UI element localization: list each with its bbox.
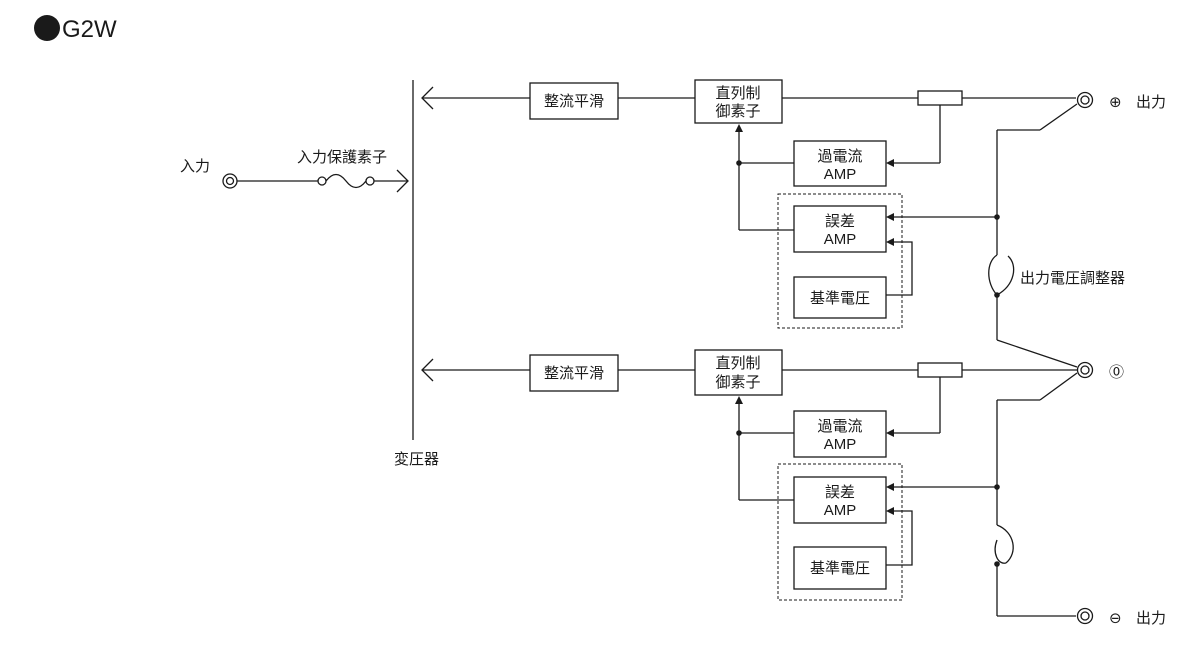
voltage-adjuster-icon-2: [994, 539, 1007, 564]
reference-wire-2: [886, 510, 913, 566]
error-amp-group-2: [777, 463, 903, 601]
input-terminal-inner: [225, 176, 235, 186]
series-control-label-1a: 直列制: [715, 85, 760, 102]
rectifier-label-1: 整流平滑: [544, 93, 604, 110]
rectifier-block-1: [529, 82, 619, 120]
fuse-icon: [317, 173, 375, 189]
error-amp-group-1: [777, 193, 903, 329]
error-amp-label-2: AMP: [824, 502, 857, 519]
series-control-label-1b: 御素子: [715, 103, 760, 120]
overcurrent-amp-label-1: AMP: [824, 166, 857, 183]
rectifier-label-2: 整流平滑: [544, 365, 604, 382]
overcurrent-amp-block-2: [793, 410, 887, 458]
overcurrent-label-1: 過電流: [817, 148, 862, 165]
input-protection-label: 入力保護素子: [297, 149, 387, 166]
adjuster-wiper-2: [996, 524, 1014, 564]
junction-dot-5: [994, 484, 1000, 490]
error-amp-block-2: [793, 476, 887, 524]
series-control-label-2b: 御素子: [715, 374, 760, 391]
junction-dot-4: [736, 430, 742, 436]
zero-output-terminal-inner: [1080, 365, 1090, 375]
feedback-arrow-2: [735, 396, 743, 404]
junction-dot-1: [736, 160, 742, 166]
minus-output-terminal-inner: [1080, 611, 1090, 621]
plus-output-diag: [1039, 103, 1078, 131]
sense-arrow-1: [886, 213, 894, 221]
reference-voltage-block-1: [793, 276, 887, 319]
error-amp-label-1: AMP: [824, 231, 857, 248]
series-control-label-2a: 直列制: [715, 355, 760, 372]
oc-arrow-1: [886, 159, 894, 167]
input-label: 入力: [180, 158, 210, 175]
voltage-adjuster-icon: [996, 255, 1015, 296]
rectifier-block-2: [529, 354, 619, 392]
reference-arrow-1: [886, 238, 894, 246]
error-label-1: 誤差: [825, 213, 855, 230]
series-control-block-2: [694, 349, 783, 396]
adjuster-wiper-1: [988, 254, 998, 296]
sense-arrow-2: [886, 483, 894, 491]
error-label-2: 誤差: [825, 484, 855, 501]
current-sense-resistor-1: [917, 90, 963, 106]
reference-arrow-2: [886, 507, 894, 515]
reference-voltage-block-2: [793, 546, 887, 590]
current-sense-resistor-2: [917, 362, 963, 378]
oc-arrow-2: [886, 429, 894, 437]
reference-label-1: 基準電圧: [810, 290, 870, 307]
transformer-label: 変圧器: [394, 451, 439, 468]
zero-output-diag-3: [1039, 372, 1078, 401]
reference-label-2: 基準電圧: [810, 560, 870, 577]
plus-output-label: 出力: [1136, 94, 1166, 111]
transformer-primary-winding: [396, 169, 409, 193]
overcurrent-label-2: 過電流: [817, 418, 862, 435]
minus-symbol: ⊖: [1109, 610, 1122, 627]
overcurrent-amp-label-2: AMP: [824, 436, 857, 453]
output-voltage-adjuster-label: 出力電圧調整器: [1020, 270, 1125, 287]
zero-output-diag-1: [996, 339, 1078, 368]
reference-wire-1: [886, 241, 913, 296]
zero-symbol: ⓪: [1109, 364, 1124, 381]
plus-output-terminal-inner: [1080, 95, 1090, 105]
minus-output-label: 出力: [1136, 610, 1166, 627]
feedback-arrow-1: [735, 124, 743, 132]
junction-dot-2: [994, 214, 1000, 220]
series-control-block-1: [694, 79, 783, 124]
plus-symbol: ⊕: [1109, 94, 1122, 111]
title-bullet: [34, 15, 60, 41]
error-amp-block-1: [793, 205, 887, 253]
diagram-title: G2W: [62, 16, 117, 43]
